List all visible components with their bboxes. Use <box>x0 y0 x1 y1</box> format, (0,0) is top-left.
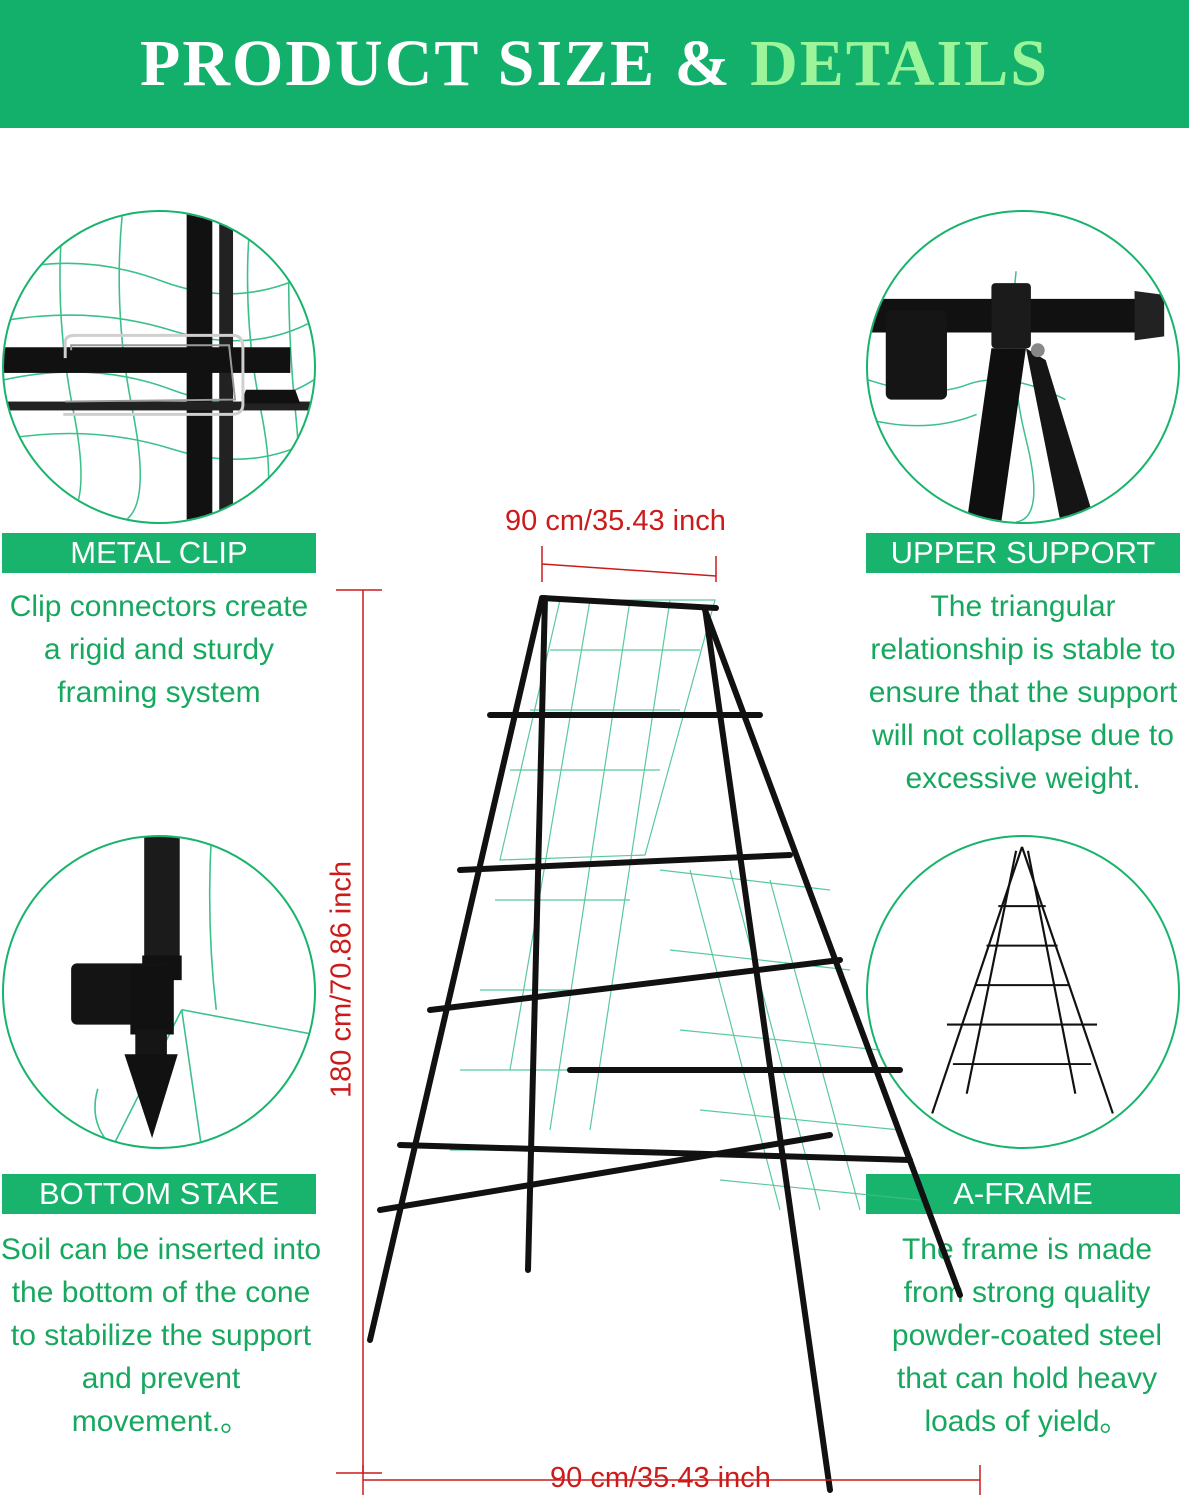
upper-support-description: The triangular relationship is stable to… <box>868 590 1178 795</box>
top-width-dimension: 90 cm/35.43 inch <box>505 505 726 537</box>
page-title: PRODUCT SIZE & DETAILS <box>140 26 1049 102</box>
metal-clip-description: Clip connectors create a rigid and sturd… <box>9 590 309 709</box>
bottom-width-dimension: 90 cm/35.43 inch <box>550 1462 771 1494</box>
a-frame-description: The frame is made from strong quality po… <box>891 1233 1163 1438</box>
upper-support-label: UPPER SUPPORT <box>866 533 1180 573</box>
title-main: PRODUCT SIZE & <box>140 27 732 100</box>
title-accent: DETAILS <box>750 27 1049 100</box>
metal-clip-photo <box>2 210 316 524</box>
upper-support-photo <box>866 210 1180 524</box>
trellis-photo <box>367 595 963 1493</box>
height-dimension: 180 cm/70.86 inch <box>325 861 358 1098</box>
a-frame-photo <box>866 835 1180 1149</box>
bottom-stake-description: Soil can be inserted into the bottom of … <box>0 1233 322 1438</box>
bottom-stake-photo <box>2 835 316 1149</box>
metal-clip-label: METAL CLIP <box>2 533 316 573</box>
bottom-stake-label: BOTTOM STAKE <box>2 1174 316 1214</box>
header-banner: PRODUCT SIZE & DETAILS <box>0 0 1189 128</box>
